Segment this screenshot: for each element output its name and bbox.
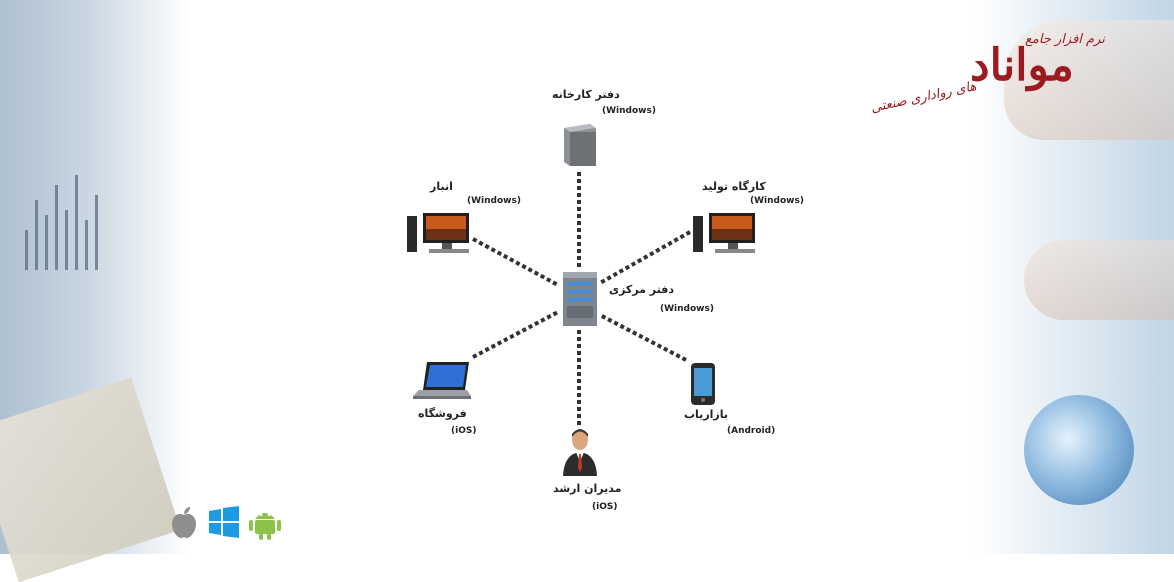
- node-os-production-workshop: (Windows): [750, 196, 804, 206]
- node-os-store: (iOS): [451, 426, 477, 436]
- link-warehouse: [472, 237, 559, 287]
- link-store: [472, 310, 559, 359]
- brand-tagline-top: نرم افزار جامع: [1025, 32, 1105, 47]
- node-os-marketer: (Android): [727, 426, 776, 436]
- brand-name: مواناد: [970, 40, 1074, 91]
- node-name-factory-office: دفتر کارخانه: [552, 88, 620, 101]
- businessman-icon: [563, 429, 597, 476]
- link-production-workshop: [599, 230, 691, 285]
- desktop-computer-icon: [693, 213, 755, 253]
- connection-lines: [472, 172, 691, 428]
- windows-icon: [209, 506, 239, 538]
- pc-tower-icon: [564, 124, 596, 166]
- left-decorative-background: [0, 0, 190, 582]
- globe-decoration: [1024, 395, 1134, 505]
- android-icon: [249, 513, 281, 540]
- node-name-warehouse: انبار: [430, 180, 453, 193]
- network-diagram: دفتر مرکزی (Windows) دفتر کارخانه (Windo…: [407, 88, 804, 512]
- mobile-phone-icon: [691, 363, 715, 405]
- node-os-warehouse: (Windows): [467, 196, 521, 206]
- node-name-marketer: بازاریاب: [684, 408, 729, 421]
- bar-graph-decoration: [20, 170, 140, 270]
- hub-os-label: (Windows): [660, 304, 714, 314]
- hub-name-label: دفتر مرکزی: [609, 283, 674, 296]
- node-os-senior-managers: (iOS): [592, 502, 618, 512]
- link-marketer: [599, 313, 687, 362]
- node-name-production-workshop: کارگاه تولید: [702, 180, 766, 193]
- hand-decoration-lower: [1024, 240, 1174, 320]
- node-name-store: فروشگاه: [418, 407, 467, 420]
- node-name-senior-managers: مدیران ارشد: [553, 482, 622, 495]
- brand-logo: نرم افزار جامع مواناد های رواداری صنعتی: [860, 20, 1110, 170]
- laptop-icon: [413, 362, 471, 399]
- server-tower-icon: [563, 272, 597, 326]
- platform-icons: [170, 505, 290, 541]
- hand-decoration: [1004, 20, 1174, 140]
- node-os-factory-office: (Windows): [602, 106, 656, 116]
- apple-icon: [172, 507, 196, 538]
- desktop-computer-icon: [407, 213, 469, 253]
- right-decorative-background: [974, 0, 1174, 554]
